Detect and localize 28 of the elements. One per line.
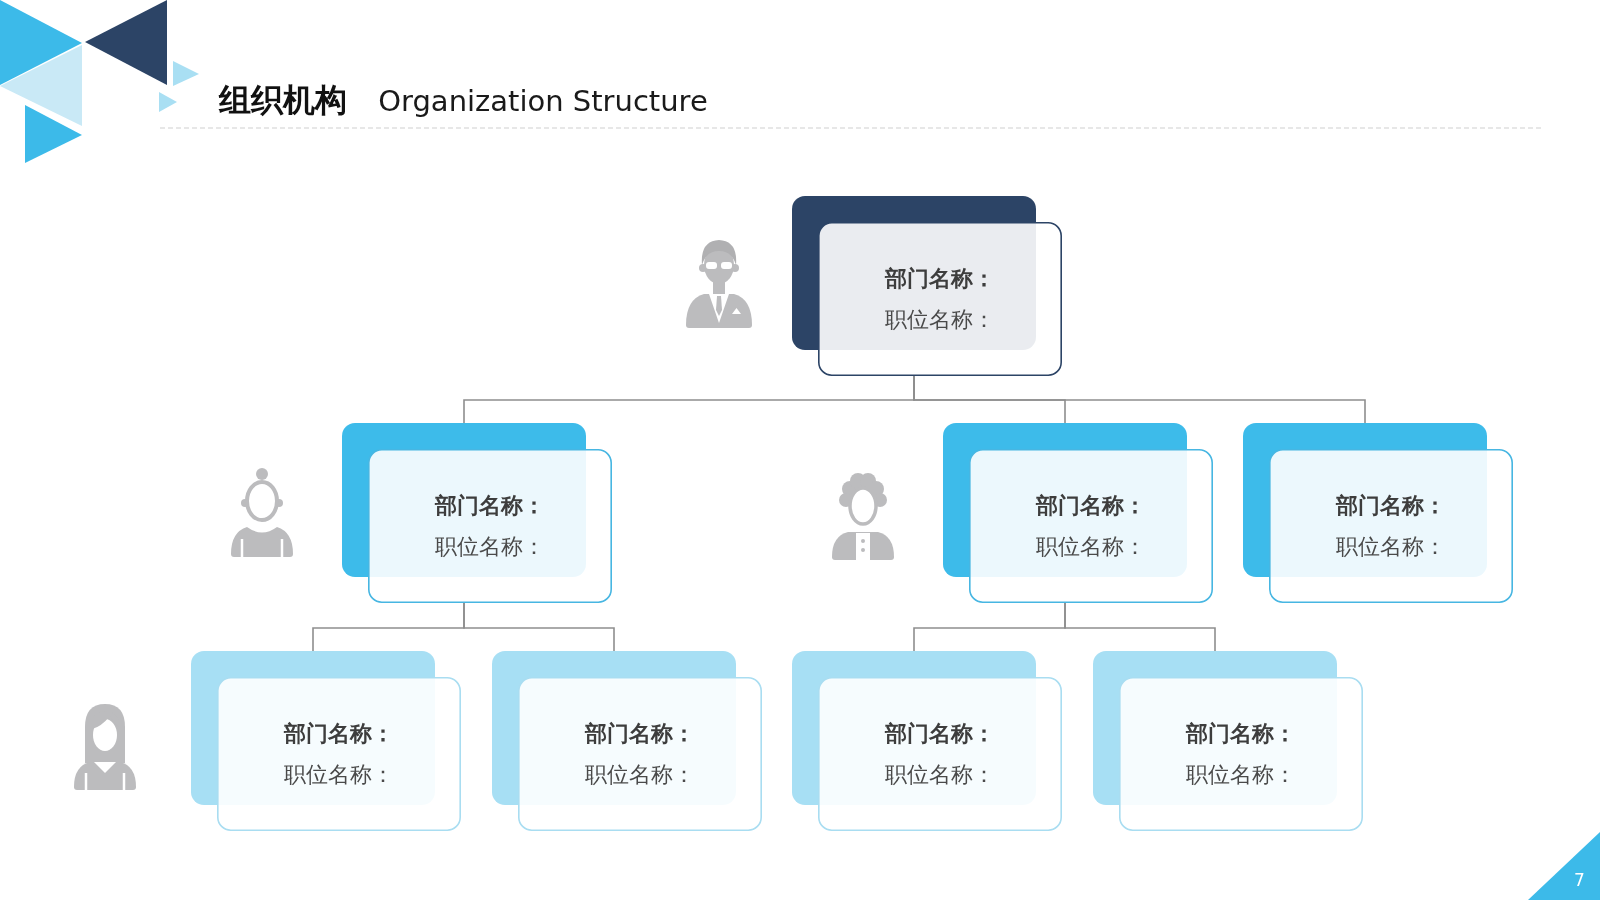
connector-line: [1064, 602, 1216, 652]
position-label: 职位名称：: [1336, 532, 1446, 561]
org-card: [191, 651, 461, 831]
position-label: 职位名称：: [284, 760, 394, 789]
department-label: 部门名称：: [284, 719, 394, 748]
org-card: [492, 651, 762, 831]
position-label: 职位名称：: [435, 532, 545, 561]
position-label: 职位名称：: [1036, 532, 1146, 561]
department-label: 部门名称：: [885, 719, 995, 748]
org-card: [342, 423, 612, 603]
org-card: [792, 651, 1062, 831]
connector-line: [463, 602, 615, 652]
position-label: 职位名称：: [885, 760, 995, 789]
org-card: [792, 196, 1062, 376]
department-label: 部门名称：: [885, 264, 995, 293]
org-card: [1243, 423, 1513, 603]
department-label: 部门名称：: [1036, 491, 1146, 520]
position-label: 职位名称：: [1186, 760, 1296, 789]
org-card: [943, 423, 1213, 603]
position-label: 职位名称：: [585, 760, 695, 789]
slide-title: 组织机构 Organization Structure: [219, 82, 708, 119]
department-label: 部门名称：: [435, 491, 545, 520]
department-label: 部门名称：: [1186, 719, 1296, 748]
department-label: 部门名称：: [585, 719, 695, 748]
position-label: 职位名称：: [885, 305, 995, 334]
org-card: [1093, 651, 1363, 831]
department-label: 部门名称：: [1336, 491, 1446, 520]
page-number: 7: [1574, 870, 1585, 890]
